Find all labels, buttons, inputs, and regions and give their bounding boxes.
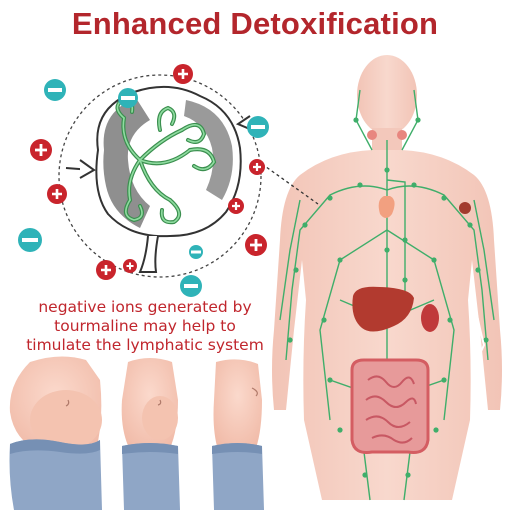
positive-ion-icon xyxy=(249,159,265,175)
negative-ion-icon xyxy=(118,88,138,108)
ion-icons xyxy=(18,64,269,297)
negative-ion-icon xyxy=(180,275,202,297)
positive-ion-icon xyxy=(245,234,267,256)
tonsil-right xyxy=(397,130,407,140)
positive-ion-icon xyxy=(228,198,244,214)
spleen xyxy=(421,304,439,332)
weight-loss-progression xyxy=(9,356,264,510)
caption-line-2: tourmaline may help to xyxy=(54,317,236,335)
caption-text: negative ions generated by tourmaline ma… xyxy=(10,298,280,355)
tonsil-left xyxy=(367,130,377,140)
caption-line-3: timulate the lymphatic system xyxy=(26,336,264,354)
positive-ion-icon xyxy=(173,64,193,84)
negative-ion-icon xyxy=(247,116,269,138)
intestines xyxy=(350,358,430,454)
figure-before xyxy=(9,356,102,510)
thymus xyxy=(378,196,395,218)
liver xyxy=(352,286,414,332)
negative-ion-icon xyxy=(189,245,203,259)
page-title: Enhanced Detoxification xyxy=(71,6,439,41)
negative-ion-icon xyxy=(44,79,66,101)
positive-ion-icon xyxy=(30,139,52,161)
figure-after xyxy=(212,359,264,510)
figure-middle xyxy=(121,358,180,510)
caption-line-1: negative ions generated by xyxy=(38,298,252,316)
positive-ion-icon xyxy=(47,184,67,204)
positive-ion-icon xyxy=(96,260,116,280)
negative-ion-icon xyxy=(18,228,42,252)
node-highlight xyxy=(459,202,471,214)
positive-ion-icon xyxy=(123,259,137,273)
lymph-node-cross-section xyxy=(65,85,263,273)
